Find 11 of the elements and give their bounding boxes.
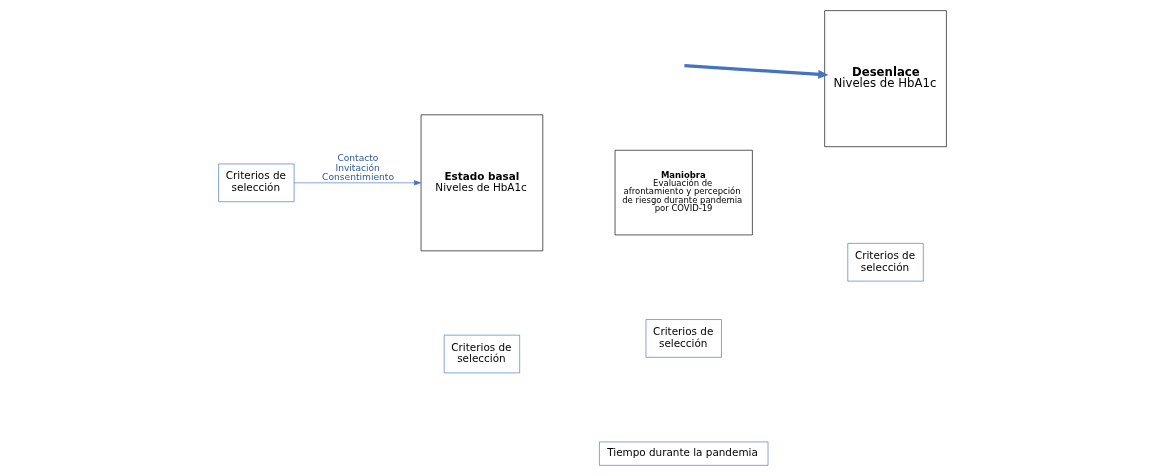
node-box: Criterios de selección [218, 163, 295, 203]
node-box: Estado basal Niveles de HbA1c [420, 114, 544, 252]
arrow [684, 64, 829, 79]
arrow [293, 180, 422, 186]
node-box: Criterios de selección [847, 243, 924, 282]
node-box: Desenlace Niveles de HbA1c [824, 10, 947, 148]
node-box: Maniobra Evaluación de afrontamiento y percepción de riesgo durante pandemia por COVID-19 [614, 149, 753, 236]
node-box: Criterios de selección [443, 334, 520, 374]
edge-label: Contacto Invitación Consentimiento [322, 152, 394, 183]
node-box: Criterios de selección [645, 319, 722, 358]
node-box: Tiempo durante la pandemia [599, 441, 769, 466]
